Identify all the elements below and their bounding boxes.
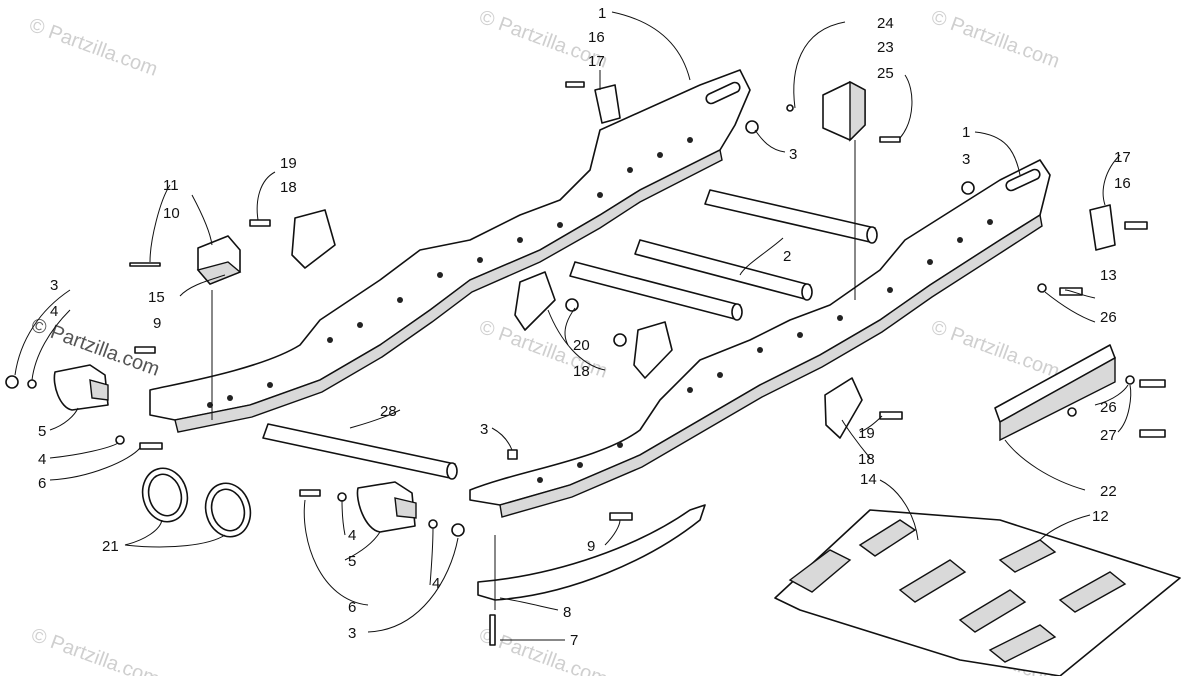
callout-17: 17: [588, 53, 605, 70]
callout-9: 9: [587, 538, 595, 555]
cross-shafts: [569, 189, 878, 321]
callout-11: 11: [163, 177, 179, 194]
left-rail: [149, 69, 751, 433]
callout-9: 9: [153, 315, 161, 332]
callout-2: 2: [783, 248, 791, 265]
callout-21: 21: [102, 538, 119, 555]
callout-4: 4: [348, 527, 356, 544]
callout-12: 12: [1092, 508, 1109, 525]
callout-3: 3: [348, 625, 356, 642]
callout-27: 27: [1100, 427, 1117, 444]
callout-16: 16: [588, 29, 605, 46]
callout-3: 3: [50, 277, 58, 294]
callout-3: 3: [789, 146, 797, 163]
callout-8: 8: [563, 604, 571, 621]
callout-6: 6: [348, 599, 356, 616]
callout-19: 19: [280, 155, 297, 172]
track-12: [774, 509, 1181, 676]
callout-15: 15: [148, 289, 165, 306]
watermark: © Partzilla.com: [28, 624, 162, 676]
callout-25: 25: [877, 65, 894, 82]
callout-18: 18: [858, 451, 875, 468]
watermark: © Partzilla.com: [928, 6, 1062, 73]
callout-5: 5: [348, 553, 356, 570]
slide-rail-22: [994, 344, 1116, 442]
callout-4: 4: [38, 451, 46, 468]
callout-3: 3: [480, 421, 488, 438]
bracket-23: [822, 80, 866, 142]
callout-6: 6: [38, 475, 46, 492]
callout-28: 28: [380, 403, 397, 420]
wear-strip-8: [477, 504, 706, 601]
watermark: © Partzilla.com: [928, 316, 1062, 383]
callout-1: 1: [598, 5, 606, 22]
right-rail: [469, 159, 1051, 518]
callout-18: 18: [573, 363, 590, 380]
callout-24: 24: [877, 15, 894, 32]
callout-23: 23: [877, 39, 894, 56]
rail-holes: [537, 219, 993, 483]
callout-7: 7: [570, 632, 578, 649]
callout-19: 19: [858, 425, 875, 442]
watermark: © Partzilla.com: [476, 316, 610, 383]
callout-17: 17: [1114, 149, 1131, 166]
callout-26: 26: [1100, 399, 1117, 416]
callout-20: 20: [573, 337, 590, 354]
callout-26: 26: [1100, 309, 1117, 326]
callout-5: 5: [38, 423, 46, 440]
callout-16: 16: [1114, 175, 1131, 192]
brackets-18: [291, 209, 863, 439]
hose-clamps: [141, 467, 252, 538]
front-shaft: [262, 423, 458, 480]
callout-18: 18: [280, 179, 297, 196]
callout-10: 10: [163, 205, 180, 222]
watermark: © Partzilla.com: [476, 624, 610, 676]
bracket-10: [196, 235, 242, 285]
rail-holes: [207, 137, 693, 408]
leader-lines: [14, 11, 1132, 641]
clips-17: [594, 84, 1116, 251]
watermark: © Partzilla.com: [26, 14, 160, 81]
callout-labels: 1 16 17 24 23 25 3 1 3 17 16 19 18 11 10…: [38, 5, 1131, 649]
callout-14: 14: [860, 471, 877, 488]
shaft-caps: [53, 364, 417, 533]
callout-3: 3: [962, 151, 970, 168]
callout-13: 13: [1100, 267, 1117, 284]
callout-1: 1: [962, 124, 970, 141]
callout-4: 4: [50, 303, 58, 320]
callout-4: 4: [432, 575, 440, 592]
callout-22: 22: [1100, 483, 1117, 500]
